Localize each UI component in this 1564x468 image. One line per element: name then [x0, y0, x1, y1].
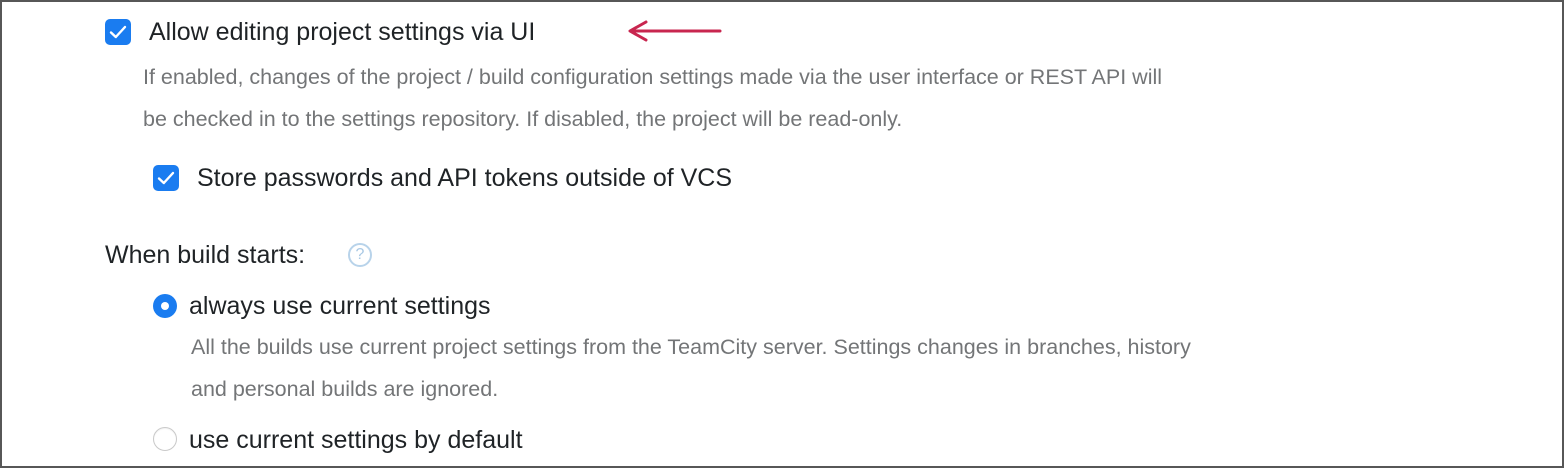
always-use-current-settings-radio[interactable] — [153, 294, 177, 318]
use-current-settings-by-default-label[interactable]: use current settings by default — [189, 426, 523, 454]
always-use-current-settings-description-line2: and personal builds are ignored. — [191, 377, 499, 401]
checkmark-icon — [157, 171, 175, 185]
left-arrow-annotation-icon — [628, 20, 722, 42]
always-use-current-settings-description-line1: All the builds use current project setti… — [191, 335, 1191, 359]
allow-editing-description-line1: If enabled, changes of the project / bui… — [143, 65, 1163, 89]
always-use-current-settings-label[interactable]: always use current settings — [189, 292, 491, 320]
store-passwords-checkbox[interactable] — [153, 165, 179, 191]
allow-editing-label[interactable]: Allow editing project settings via UI — [149, 18, 536, 46]
radio-selected-dot-icon — [161, 302, 169, 310]
when-build-starts-label: When build starts: — [105, 241, 306, 269]
help-icon[interactable]: ? — [348, 243, 372, 267]
use-current-settings-by-default-radio[interactable] — [153, 427, 177, 451]
checkmark-icon — [109, 25, 127, 39]
allow-editing-description-line2: be checked in to the settings repository… — [143, 107, 903, 131]
store-passwords-label[interactable]: Store passwords and API tokens outside o… — [197, 164, 733, 192]
allow-editing-checkbox[interactable] — [105, 19, 131, 45]
